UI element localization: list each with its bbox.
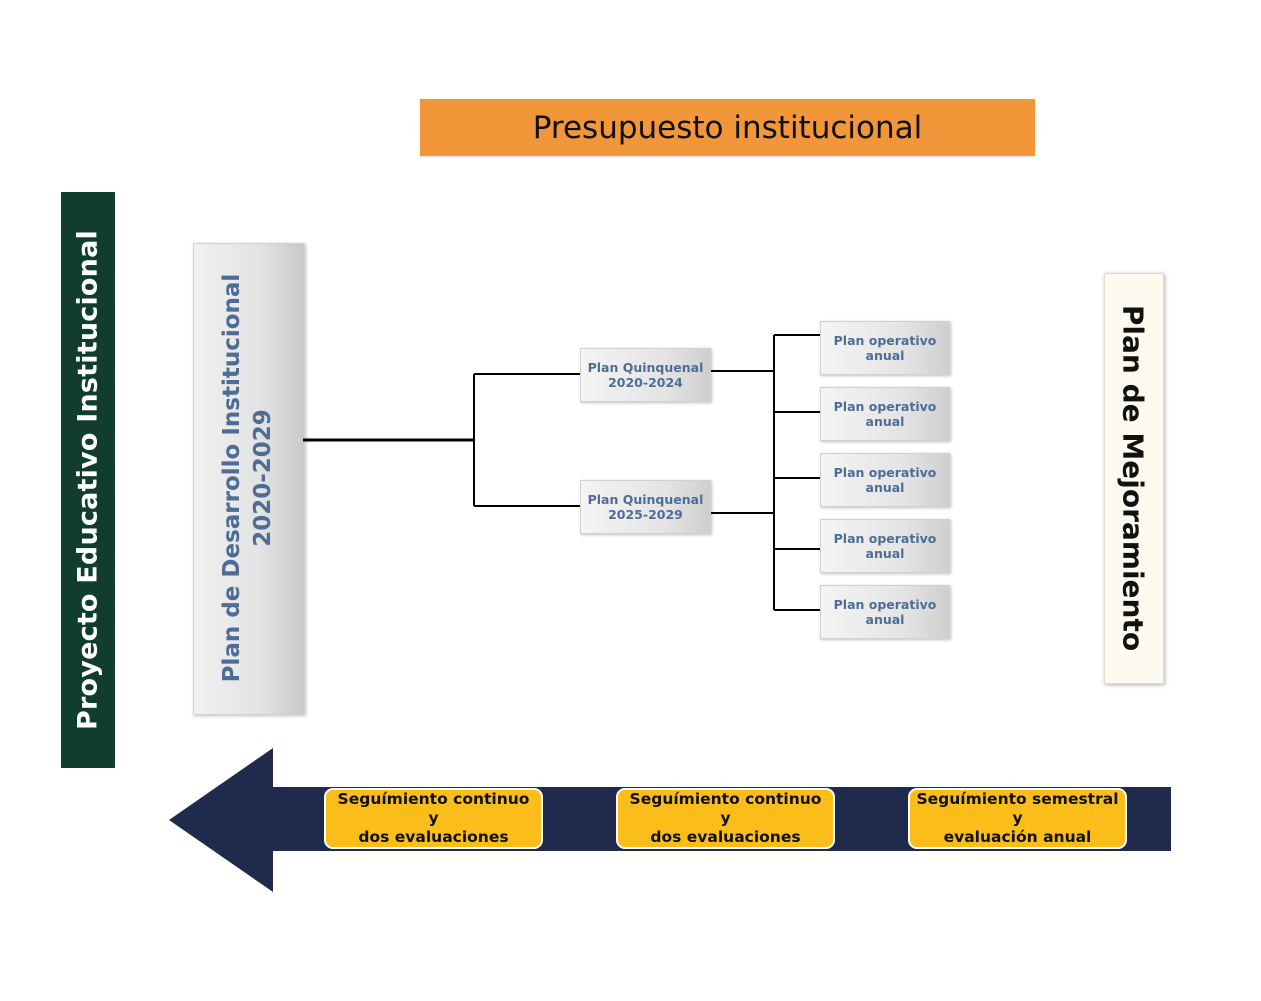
operativo-5-line1: Plan operativo <box>833 597 937 612</box>
operativo-box-3: Plan operativo anual <box>820 453 950 507</box>
seguimiento-2-line2: dos evaluaciones <box>650 828 801 846</box>
seguimiento-pill-2: Seguímiento continuo y dos evaluaciones <box>616 788 835 849</box>
quinquenal-box-1: Plan Quinquenal 2020-2024 <box>580 348 711 402</box>
seguimiento-3-line2: evaluación anual <box>943 828 1092 846</box>
operativo-1-line1: Plan operativo <box>833 333 937 348</box>
operativo-2-line1: Plan operativo <box>833 399 937 414</box>
quinquenal-2-line1: Plan Quinquenal <box>587 492 704 507</box>
operativo-4-line2: anual <box>865 546 905 561</box>
operativo-3-line1: Plan operativo <box>833 465 937 480</box>
seguimiento-2-line1: Seguímiento continuo y <box>629 790 822 827</box>
pei-bar <box>61 192 115 768</box>
operativo-4-line1: Plan operativo <box>833 531 937 546</box>
quinquenal-1-line2: 2020-2024 <box>608 375 683 390</box>
operativo-1-line2: anual <box>865 348 905 363</box>
seguimiento-pill-3: Seguímiento semestral y evaluación anual <box>908 788 1127 849</box>
seguimiento-1-line2: dos evaluaciones <box>358 828 509 846</box>
pdi-box <box>193 243 305 715</box>
operativo-3-line2: anual <box>865 480 905 495</box>
budget-banner: Presupuesto institucional <box>420 99 1035 156</box>
operativo-box-5: Plan operativo anual <box>820 585 950 639</box>
budget-title: Presupuesto institucional <box>532 109 923 146</box>
quinquenal-1-line1: Plan Quinquenal <box>587 360 704 375</box>
mejoramiento-box <box>1104 273 1164 684</box>
seguimiento-1-line1: Seguímiento continuo y <box>337 790 530 827</box>
quinquenal-2-line2: 2025-2029 <box>608 507 683 522</box>
operativo-box-4: Plan operativo anual <box>820 519 950 573</box>
operativo-5-line2: anual <box>865 612 905 627</box>
seguimiento-3-line1: Seguímiento semestral y <box>916 790 1119 827</box>
operativo-box-2: Plan operativo anual <box>820 387 950 441</box>
quinquenal-box-2: Plan Quinquenal 2025-2029 <box>580 480 711 534</box>
operativo-2-line2: anual <box>865 414 905 429</box>
seguimiento-pill-1: Seguímiento continuo y dos evaluaciones <box>324 788 543 849</box>
operativo-box-1: Plan operativo anual <box>820 321 950 375</box>
